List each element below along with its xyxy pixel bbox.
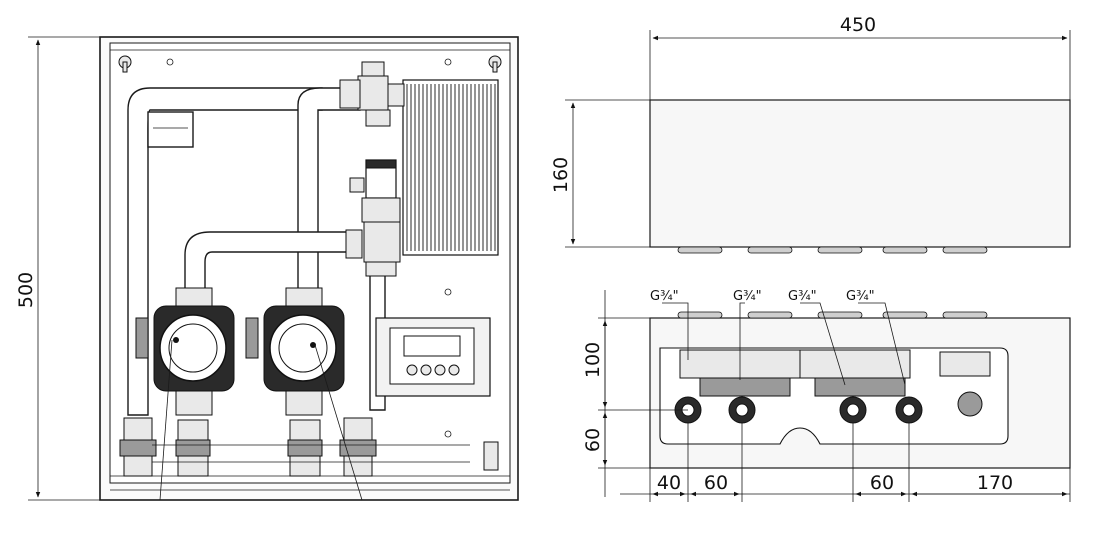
mixing-valve-top bbox=[339, 61, 405, 127]
controller-button-1 bbox=[406, 364, 418, 376]
dim-top-depth-label: 160 bbox=[550, 157, 572, 193]
controller-button-3 bbox=[434, 364, 446, 376]
controller-button-2 bbox=[420, 364, 432, 376]
mounting-hole-right bbox=[488, 55, 502, 73]
bottom-valve-assembly bbox=[679, 349, 991, 397]
dimension-front-height: 500 bbox=[15, 36, 100, 501]
circulation-pump-left bbox=[135, 287, 235, 416]
connection-4 bbox=[895, 396, 923, 424]
dim-bottom-height-lower-label: 60 bbox=[582, 428, 604, 452]
dim-bottom-offset-right-label: 170 bbox=[977, 472, 1013, 494]
dim-top-width-label: 450 bbox=[840, 14, 876, 36]
controller-button-4 bbox=[448, 364, 460, 376]
dim-bottom-spacing-2-label: 60 bbox=[870, 472, 894, 494]
circulation-pump-right bbox=[245, 287, 345, 416]
thread-label-1: G¾" bbox=[650, 289, 679, 304]
top-view-body bbox=[649, 99, 1071, 248]
front-view: 500 bbox=[15, 36, 519, 501]
mounting-hole-left bbox=[118, 55, 132, 73]
top-view: 450 160 bbox=[550, 14, 1071, 254]
thread-label-4: G¾" bbox=[846, 289, 875, 304]
bottom-ball-valves bbox=[119, 417, 499, 477]
heat-exchanger bbox=[402, 79, 499, 256]
connection-2 bbox=[728, 396, 756, 424]
controller-display bbox=[403, 335, 461, 357]
connection-3 bbox=[839, 396, 867, 424]
dim-bottom-height-upper-label: 100 bbox=[582, 342, 604, 378]
controller-unit bbox=[375, 317, 491, 397]
dim-bottom-offset-left-label: 40 bbox=[657, 472, 681, 494]
thread-label-3: G¾" bbox=[788, 289, 817, 304]
thread-label-2: G¾" bbox=[733, 289, 762, 304]
dim-front-height-label: 500 bbox=[15, 272, 37, 308]
dim-bottom-spacing-1-label: 60 bbox=[704, 472, 728, 494]
thermostatic-valve bbox=[345, 159, 401, 277]
supply-pipes bbox=[127, 87, 386, 416]
bottom-view: G¾" G¾" G¾" G¾" 100 60 40 60 60 170 bbox=[582, 289, 1071, 502]
